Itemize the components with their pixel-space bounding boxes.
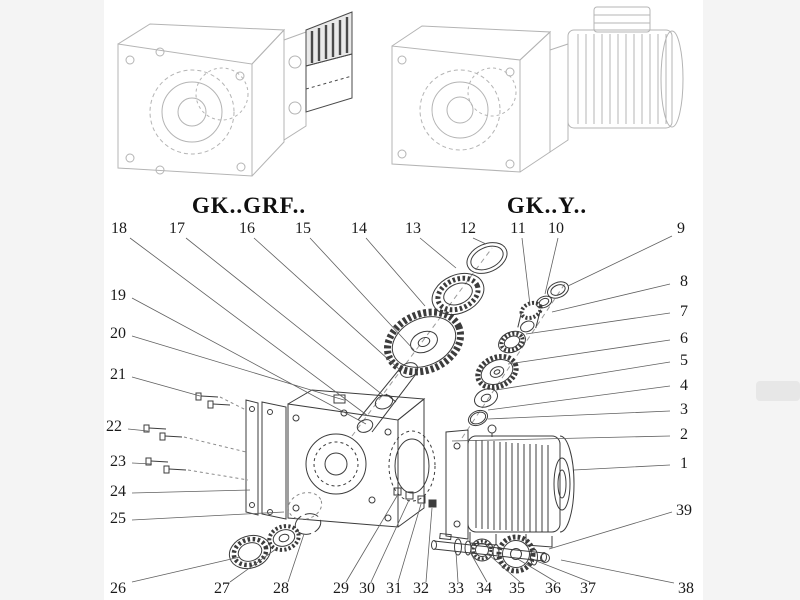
callout-6: 6 bbox=[680, 330, 688, 347]
assembly-drawing-gk-grf bbox=[117, 11, 353, 177]
lower-bearing-group-drawing bbox=[228, 492, 323, 570]
callout-23: 23 bbox=[110, 453, 126, 470]
assembly-drawing-gk-y bbox=[391, 6, 684, 173]
bevel-pinion-drawing bbox=[517, 300, 543, 333]
input-adapter-drawing bbox=[305, 11, 353, 113]
callout-1: 1 bbox=[680, 455, 688, 472]
motor-drawing-assembled bbox=[567, 6, 684, 129]
callout-36: 36 bbox=[545, 580, 561, 597]
callout-17: 17 bbox=[169, 220, 185, 237]
callout-34: 34 bbox=[476, 580, 492, 597]
watermark-blob bbox=[756, 381, 800, 401]
callout-16: 16 bbox=[239, 220, 255, 237]
callout-24: 24 bbox=[110, 483, 126, 500]
bearing-drawing-small bbox=[498, 330, 526, 354]
callout-29: 29 bbox=[333, 580, 349, 597]
callout-27: 27 bbox=[214, 580, 230, 597]
callout-15: 15 bbox=[295, 220, 311, 237]
callout-38: 38 bbox=[678, 580, 694, 597]
callout-11: 11 bbox=[510, 220, 526, 237]
callout-37: 37 bbox=[580, 580, 596, 597]
callout-14: 14 bbox=[351, 220, 367, 237]
callout-22: 22 bbox=[106, 418, 122, 435]
callout-35: 35 bbox=[509, 580, 525, 597]
callout-26: 26 bbox=[110, 580, 126, 597]
callout-13: 13 bbox=[405, 220, 421, 237]
callout-30: 30 bbox=[359, 580, 375, 597]
callout-9: 9 bbox=[677, 220, 685, 237]
callout-32: 32 bbox=[413, 580, 429, 597]
callout-19: 19 bbox=[110, 287, 126, 304]
variant-title-gk-y: GK..Y.. bbox=[506, 193, 588, 218]
callout-5: 5 bbox=[680, 352, 688, 369]
output-shaft-assembly-drawing bbox=[431, 532, 550, 574]
bearing-drawing-large bbox=[431, 272, 485, 316]
callout-31: 31 bbox=[386, 580, 402, 597]
variant-title-gk-grf: GK..GRF.. bbox=[191, 193, 307, 218]
plug-keys-drawing bbox=[393, 487, 437, 508]
pinion-gear-drawing bbox=[475, 353, 519, 391]
callout-21: 21 bbox=[110, 366, 126, 383]
callout-3: 3 bbox=[680, 401, 688, 418]
main-gear-drawing bbox=[383, 308, 465, 376]
leader-lines bbox=[127, 235, 675, 584]
flange-bolts-drawing bbox=[143, 392, 249, 481]
callout-8: 8 bbox=[680, 273, 688, 290]
seal-ring-drawing bbox=[466, 242, 508, 274]
callout-20: 20 bbox=[110, 325, 126, 342]
callout-4: 4 bbox=[680, 377, 688, 394]
callout-10: 10 bbox=[548, 220, 564, 237]
callout-28: 28 bbox=[273, 580, 289, 597]
gearbox-housing-drawing bbox=[245, 389, 436, 528]
callout-25: 25 bbox=[110, 510, 126, 527]
exploded-view-drawing bbox=[143, 242, 575, 574]
callout-18: 18 bbox=[111, 220, 127, 237]
callout-12: 12 bbox=[460, 220, 476, 237]
page-margin-right bbox=[703, 0, 800, 600]
callout-7: 7 bbox=[680, 303, 688, 320]
motor-drawing-exploded bbox=[445, 424, 575, 548]
pinion-stack-drawing bbox=[467, 281, 570, 427]
callout-33: 33 bbox=[448, 580, 464, 597]
callout-2: 2 bbox=[680, 426, 688, 443]
page-margin-left bbox=[0, 0, 104, 600]
callout-39: 39 bbox=[676, 502, 692, 519]
